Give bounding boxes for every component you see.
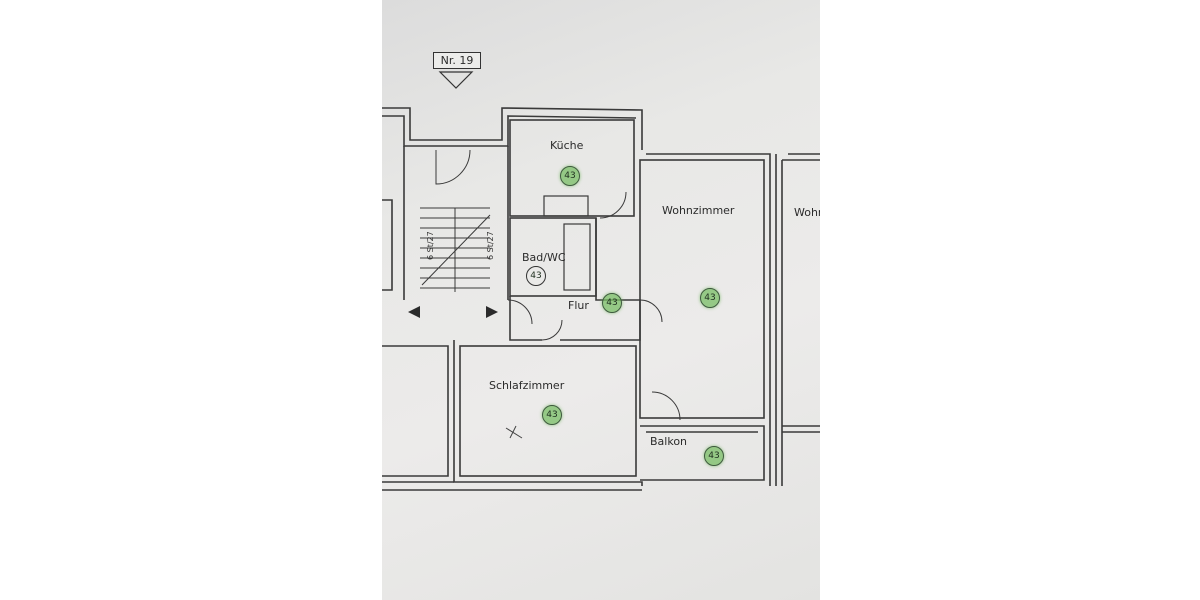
outer-wall-bottom [382, 481, 642, 491]
room-marker-balcony: 43 [704, 446, 724, 466]
bedroom-outer [453, 340, 643, 486]
stair-label-left: 6 St/27 [426, 231, 435, 260]
direction-triangle-icon [438, 71, 474, 89]
room-label-balcony: Balkon [650, 435, 688, 448]
room-label-bedroom: Schlafzimmer [489, 379, 565, 392]
room-marker-bedroom: 43 [542, 405, 562, 425]
pencil-mark-icon [505, 425, 523, 439]
stairs [420, 207, 490, 292]
arrow-right-icon [486, 306, 498, 318]
door-swing-hall [541, 319, 563, 341]
building-number-tag: Nr. 19 [433, 52, 481, 69]
door-swing-entry [507, 299, 533, 325]
bedroom-walls [459, 345, 637, 477]
outer-wall-top-inner [382, 115, 637, 147]
arrow-left-icon [408, 306, 420, 318]
room-label-hallway: Flur [568, 299, 589, 312]
door-swing-living [639, 299, 663, 323]
room-marker-living-room: 43 [700, 288, 720, 308]
neighbor-balcony [782, 425, 820, 433]
door-swing-balcony [651, 391, 681, 421]
living-room-wall-outer [646, 153, 777, 486]
floor-plan-drawing [382, 71, 820, 491]
room-label-neighbor-living-room: Wohnz [794, 206, 820, 219]
living-room-walls [639, 159, 765, 419]
stair-label-right: 6 St/27 [486, 231, 495, 260]
door-swing-kitchen [599, 191, 627, 219]
bathtub [563, 223, 591, 291]
room-marker-kitchen: 43 [560, 166, 580, 186]
left-room-walls [382, 345, 449, 477]
room-label-living-room: Wohnzimmer [662, 204, 735, 217]
room-label-kitchen: Küche [550, 139, 584, 152]
balcony-walls [640, 425, 765, 481]
stair-diagonal [421, 214, 491, 286]
room-marker-bathroom: 43 [526, 266, 546, 286]
stove [543, 195, 589, 217]
stairwell-walls [403, 146, 509, 300]
neighbor-living-room-walls [781, 153, 820, 486]
room-label-bathroom: Bad/WC [522, 251, 566, 264]
left-flat-wall [382, 199, 393, 291]
floor-plan-photo: Nr. 19 Küche Wohnzimmer Wohnz Bad/WC Flu… [382, 0, 820, 600]
door-swing-stair [435, 149, 471, 185]
outer-wall-top [382, 107, 643, 150]
room-marker-hallway: 43 [602, 293, 622, 313]
